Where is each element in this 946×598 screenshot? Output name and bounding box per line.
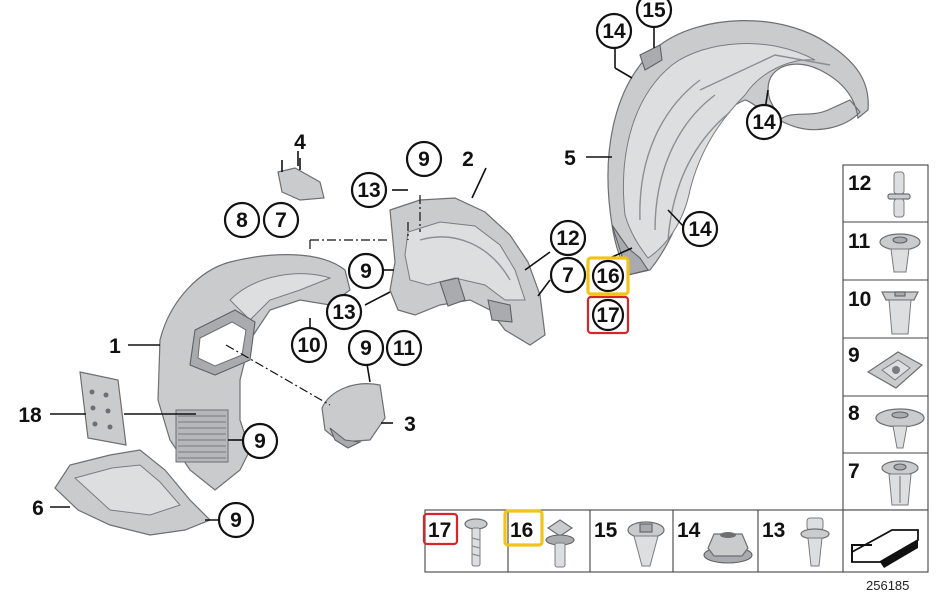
- callout-c14b: 14: [745, 103, 783, 141]
- collar-screw-icon: [545, 519, 575, 568]
- callout-label-c7b: 7: [562, 264, 574, 287]
- callout-c12: 12: [549, 219, 587, 257]
- callout-c9d: 9: [241, 422, 279, 460]
- arrow-symbol-icon: [851, 529, 919, 568]
- callout-c9e: 9: [217, 501, 255, 539]
- callout-c2: 2: [462, 148, 474, 171]
- legend-label-11: 11: [848, 230, 871, 253]
- wheel-arch-liner-1: [157, 254, 351, 491]
- push-rivet-icon: [887, 171, 911, 218]
- callout-label-c9c: 9: [360, 337, 372, 360]
- legend-label-16: 16: [510, 519, 533, 542]
- callout-c5: 5: [564, 147, 576, 170]
- callout-c9c: 9: [347, 329, 385, 367]
- legend-label-14: 14: [677, 519, 701, 542]
- plastic-rivet-icon: [875, 408, 925, 449]
- callout-c7a: 7: [262, 201, 300, 239]
- bracket-4: [277, 158, 325, 201]
- reference-number: 256185: [866, 578, 909, 593]
- highlight-16: [503, 509, 544, 547]
- callout-label-c14c: 14: [688, 218, 712, 241]
- push-button-rivet-icon: [800, 517, 830, 567]
- callout-label-c9d: 9: [254, 430, 266, 453]
- callout-c9a: 9: [405, 140, 443, 178]
- legend-label-8: 8: [848, 402, 860, 425]
- callout-label-c9e: 9: [230, 509, 242, 532]
- callout-c14c: 14: [681, 210, 719, 248]
- callout-c9b: 9: [347, 252, 385, 290]
- wheel-arch-liner-2: [389, 197, 546, 346]
- callout-c18: 18: [18, 404, 42, 427]
- perforated-panel-18: [79, 371, 127, 446]
- callout-label-c7a: 7: [275, 209, 287, 232]
- spreader-rivet-icon: [627, 521, 665, 567]
- callout-c6: 6: [32, 497, 44, 520]
- callout-label-c3: 3: [404, 413, 416, 436]
- callout-label-c11: 11: [393, 337, 416, 360]
- callout-c3: 3: [404, 413, 416, 436]
- expanding-rivet-icon: [879, 233, 921, 273]
- callout-label-c4: 4: [294, 131, 306, 154]
- legend-row-frame: [424, 509, 929, 573]
- expanding-nut-icon: [881, 291, 919, 335]
- highlight-17: [422, 512, 459, 546]
- callout-label-c9a: 9: [418, 148, 430, 171]
- callout-c14a: 14: [595, 12, 633, 50]
- legend-label-9: 9: [848, 344, 860, 367]
- legend-label-15: 15: [594, 519, 618, 542]
- callout-label-c6: 6: [32, 497, 44, 520]
- callout-label-c12: 12: [556, 227, 579, 250]
- callout-c10: 10: [290, 326, 328, 364]
- grille-vents: [175, 409, 229, 463]
- callout-label-c1: 1: [109, 335, 121, 358]
- lower-cover-6: [54, 449, 212, 536]
- callout-c15: 15: [635, 0, 673, 29]
- legend-row: 17 16 15 14 13: [422, 509, 929, 573]
- callout-label-c13b: 13: [332, 301, 355, 324]
- legend-label-10: 10: [848, 288, 871, 311]
- callout-label-c18: 18: [18, 404, 42, 427]
- hex-collar-nut-icon: [703, 532, 753, 564]
- callout-c17: 17: [586, 295, 630, 335]
- legend-label-17: 17: [428, 519, 451, 542]
- callout-label-c5: 5: [564, 147, 576, 170]
- callout-label-c16: 16: [596, 265, 619, 288]
- small-cover-3: [321, 383, 386, 449]
- screw-icon: [464, 518, 488, 567]
- sleeve-rivet-icon: [881, 460, 919, 506]
- callout-c16: 16: [586, 256, 630, 296]
- callout-c13b: 13: [325, 293, 363, 331]
- wheel-arch-liner-5: [607, 20, 869, 276]
- callout-c11: 11: [385, 329, 423, 367]
- callout-label-c2: 2: [462, 148, 474, 171]
- legend-label-13: 13: [762, 519, 785, 542]
- callout-label-c14b: 14: [752, 111, 776, 134]
- legend-label-12: 12: [848, 172, 871, 195]
- spring-nut-clip-icon: [866, 351, 924, 389]
- callout-label-c17: 17: [596, 304, 619, 327]
- callout-label-c9b: 9: [360, 260, 372, 283]
- callout-c4: 4: [294, 131, 306, 154]
- callout-c7b: 7: [549, 256, 587, 294]
- callout-c13a: 13: [350, 171, 388, 209]
- legend-label-7: 7: [848, 460, 860, 483]
- callout-label-c15: 15: [642, 0, 666, 22]
- callout-label-c14a: 14: [602, 20, 626, 43]
- assembly-line-e: [225, 344, 331, 406]
- callout-c1: 1: [109, 335, 121, 358]
- callout-label-c13a: 13: [357, 179, 380, 202]
- callout-label-c10: 10: [297, 334, 320, 357]
- legend-column: 12 11 10 9 8 7: [842, 164, 929, 511]
- callout-label-c8: 8: [236, 209, 248, 232]
- callout-c8: 8: [223, 201, 261, 239]
- leader-lines: [50, 28, 769, 521]
